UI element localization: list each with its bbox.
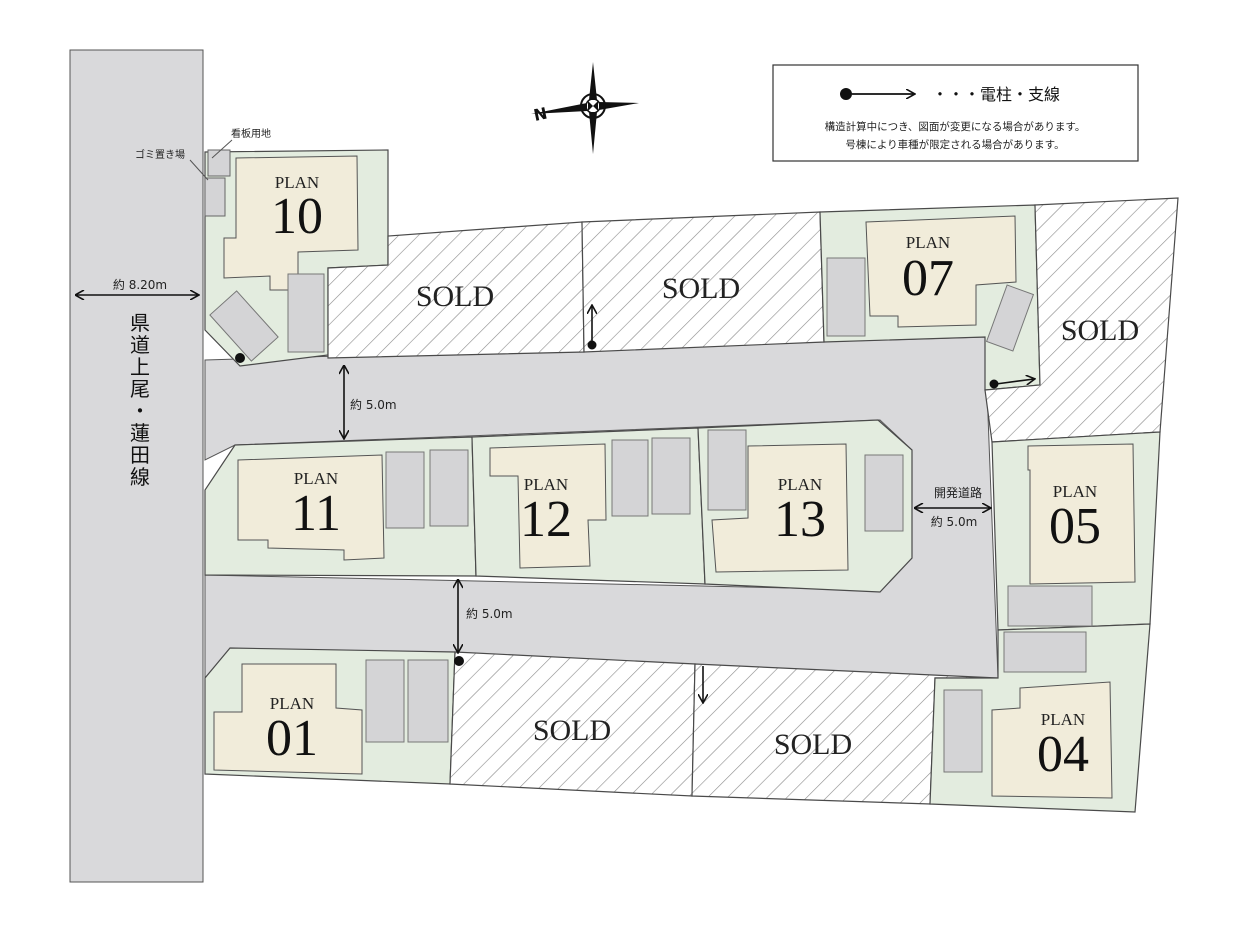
- svg-text:12: 12: [520, 491, 572, 548]
- svg-text:PLAN: PLAN: [1053, 482, 1097, 501]
- dimension-gap-bottom: 約 5.0m: [458, 580, 513, 652]
- svg-text:PLAN: PLAN: [275, 173, 319, 192]
- plan-label-11: PLAN 11: [291, 469, 341, 542]
- plan-label-12: PLAN 12: [520, 475, 572, 548]
- dimension-development-road: 開発道路 約 5.0m: [915, 485, 990, 529]
- dimension-main-road: 約 8.20m: [76, 277, 198, 295]
- legend-note-1: 構造計算中につき、図面が変更になる場合があります。: [825, 120, 1086, 133]
- plan-label-07: PLAN 07: [902, 233, 954, 307]
- plan-label-01: PLAN 01: [266, 694, 318, 767]
- svg-text:PLAN: PLAN: [270, 694, 314, 713]
- signboard-area-label: 看板用地: [231, 127, 271, 140]
- road-name-char: ・: [130, 399, 150, 423]
- svg-text:開発道路: 開発道路: [934, 485, 982, 500]
- legend-box: ・・・電柱・支線 構造計算中につき、図面が変更になる場合があります。 号棟により…: [772, 64, 1139, 162]
- svg-text:04: 04: [1037, 726, 1089, 783]
- house-plan-13: [711, 443, 849, 573]
- parking-spaces: [209, 257, 1093, 773]
- plan-label-10: PLAN 10: [271, 173, 323, 245]
- garbage-area: [204, 177, 226, 217]
- house-plan-04: [991, 681, 1113, 799]
- house-plan-01: [213, 663, 363, 775]
- sold-label-bottom-1: SOLD: [533, 714, 611, 747]
- svg-text:11: 11: [291, 485, 341, 542]
- svg-text:13: 13: [774, 491, 826, 548]
- sold-label-bottom-2: SOLD: [774, 728, 852, 761]
- svg-text:05: 05: [1049, 498, 1101, 555]
- svg-text:約 5.0m: 約 5.0m: [931, 514, 978, 529]
- garbage-area-label: ゴミ置き場: [135, 148, 185, 161]
- utility-poles: [235, 306, 1035, 702]
- road-name-char: 線: [130, 465, 150, 489]
- signboard-area: [207, 149, 231, 177]
- plan-label-04: PLAN 04: [1037, 710, 1089, 783]
- plan-label-13: PLAN 13: [774, 475, 826, 548]
- svg-text:PLAN: PLAN: [524, 475, 568, 494]
- north-arrow-icon: N: [531, 62, 639, 154]
- road-name-char: 尾: [130, 377, 150, 401]
- house-plan-05: [1027, 443, 1136, 585]
- svg-text:約 5.0m: 約 5.0m: [466, 606, 513, 621]
- road-name-char: 県: [130, 311, 150, 335]
- svg-text:10: 10: [271, 188, 323, 245]
- svg-text:約 8.20m: 約 8.20m: [113, 277, 167, 292]
- sold-label-top-1: SOLD: [416, 280, 494, 313]
- house-plan-11: [237, 454, 385, 561]
- house-plan-07: [865, 215, 1017, 328]
- sold-label-top-2: SOLD: [662, 272, 740, 305]
- prefectural-road: [69, 49, 204, 883]
- legend-utility-pole: ・・・電柱・支線: [932, 85, 1060, 104]
- sold-label-top-right: SOLD: [1061, 314, 1139, 347]
- house-plan-12: [489, 443, 607, 569]
- svg-text:N: N: [532, 104, 549, 125]
- svg-text:07: 07: [902, 250, 954, 307]
- svg-text:PLAN: PLAN: [294, 469, 338, 488]
- svg-text:約 5.0m: 約 5.0m: [350, 397, 397, 412]
- house-plan-10: [223, 155, 359, 291]
- road-name-char: 上: [130, 355, 150, 379]
- dimension-gap-top: 約 5.0m: [344, 366, 397, 438]
- svg-text:01: 01: [266, 710, 318, 767]
- svg-text:PLAN: PLAN: [906, 233, 950, 252]
- road-name-char: 田: [130, 443, 150, 467]
- legend-note-2: 号棟により車種が限定される場合があります。: [845, 138, 1064, 151]
- svg-text:PLAN: PLAN: [1041, 710, 1085, 729]
- plan-label-05: PLAN 05: [1049, 482, 1101, 555]
- road-name-char: 蓮: [130, 421, 150, 445]
- road-name-char: 道: [130, 333, 150, 357]
- svg-text:PLAN: PLAN: [778, 475, 822, 494]
